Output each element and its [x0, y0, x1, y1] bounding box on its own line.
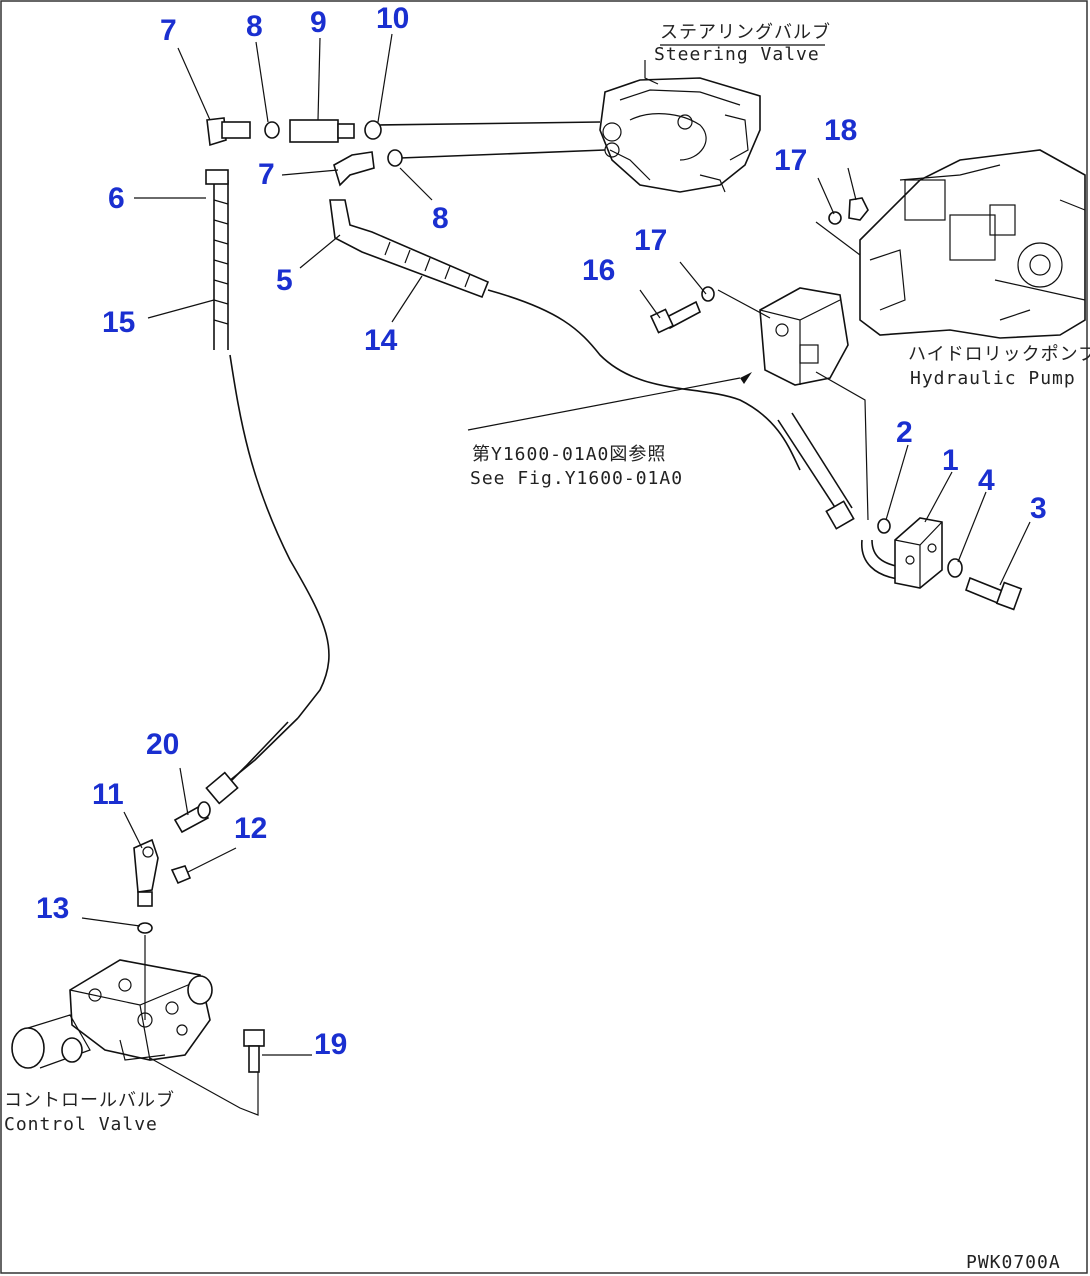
hydraulic-pump-label-en: Hydraulic Pump: [910, 368, 1076, 389]
part-number-9: 9: [310, 6, 327, 39]
part-number-8a: 8: [246, 10, 263, 43]
part-number-10: 10: [376, 2, 409, 35]
part-number-5: 5: [276, 264, 293, 297]
hoses: [205, 121, 909, 805]
reference-label-en: See Fig.Y1600-01A0: [470, 468, 683, 489]
part-number-1: 1: [942, 444, 959, 477]
part-number-16: 16: [582, 254, 615, 287]
part-number-2: 2: [896, 416, 913, 449]
part-number-7b: 7: [258, 158, 275, 191]
part-number-20: 20: [146, 728, 179, 761]
part-number-7a: 7: [160, 14, 177, 47]
hydraulic-pump-drawing: [859, 149, 1086, 339]
part-number-3: 3: [1030, 492, 1047, 525]
steering-valve-label-en: Steering Valve: [654, 44, 820, 65]
part-number-8b: 8: [432, 202, 449, 235]
steering-valve-label-jp: ステアリングバルブ: [660, 21, 831, 43]
part-number-13: 13: [36, 892, 69, 925]
part-number-15: 15: [102, 306, 135, 339]
part-number-4: 4: [978, 464, 995, 497]
figure-code: PWK0700A: [966, 1252, 1061, 1273]
part-number-12: 12: [234, 812, 267, 845]
part-number-18: 18: [824, 114, 857, 147]
part-number-14: 14: [364, 324, 398, 357]
steering-valve-drawing: [599, 77, 761, 193]
part-number-6: 6: [108, 182, 125, 215]
control-valve-label-jp: コントロールバルブ: [4, 1089, 175, 1111]
text-labels: ステアリングバルブ Steering Valve ハイドロリックポンプ Hydr…: [4, 21, 1090, 1273]
part-number-17b: 17: [774, 144, 807, 177]
valve-block-drawing: [759, 287, 849, 386]
hydraulic-pump-label-jp: ハイドロリックポンプ: [908, 344, 1090, 365]
part-number-11: 11: [92, 778, 124, 811]
part-number-labels: 7 8 9 10 7 8 6 15 5 14 16 17 17 18 2 1 4…: [36, 2, 1047, 1061]
control-valve-drawing: [11, 959, 213, 1069]
fittings: [133, 117, 1023, 1073]
reference-label-jp: 第Y1600-01A0図参照: [472, 444, 666, 465]
part-number-17a: 17: [634, 224, 667, 257]
part-number-19: 19: [314, 1028, 347, 1061]
leader-lines: [81, 33, 1031, 1116]
control-valve-label-en: Control Valve: [4, 1114, 158, 1135]
